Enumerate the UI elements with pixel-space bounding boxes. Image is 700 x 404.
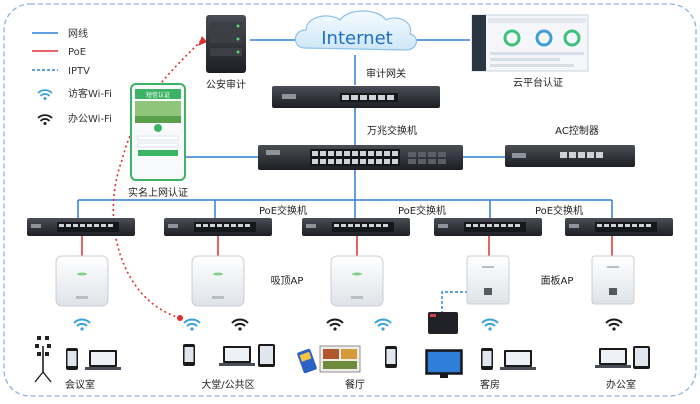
cloud-platform-screenshot: 云平台认证	[471, 14, 589, 89]
panel-ap	[466, 255, 510, 305]
ceiling-ap-label: 吸顶AP	[271, 275, 304, 287]
phone-icon	[481, 348, 493, 370]
ceiling-ap	[330, 255, 384, 307]
pos-terminal-icon	[297, 348, 317, 374]
tv-icon	[425, 349, 463, 378]
poe-switch	[565, 218, 673, 236]
cable-links	[77, 39, 613, 218]
phone-icon	[183, 344, 195, 366]
laptop-icon	[500, 350, 536, 370]
wifi-office-icon	[37, 114, 53, 125]
legend-item-iptv: IPTV	[32, 66, 90, 77]
laptop-icon	[85, 350, 121, 370]
poe-switch-row: PoE交换机 PoE交换机 PoE交换机	[27, 204, 673, 236]
internet-cloud: Internet	[294, 10, 417, 51]
poe-switch-label: PoE交换机	[259, 204, 307, 217]
area-label-guest-room: 客房	[480, 378, 500, 391]
panel-ap-label: 面板AP	[541, 274, 574, 287]
panel-ap	[591, 255, 635, 305]
wifi-office-icon	[326, 318, 344, 331]
core-switch-label: 万兆交换机	[367, 124, 417, 137]
wifi-guest-icon	[37, 89, 53, 100]
laptop-icon	[219, 346, 255, 366]
phone-screen-title: 短信认证	[146, 91, 170, 99]
area-label-meeting-room: 会议室	[65, 378, 95, 391]
tablet-icon	[633, 346, 650, 369]
legend-item-cable: 网线	[32, 27, 88, 40]
poe-switch-label: PoE交换机	[535, 204, 583, 217]
legend-item-guest-wifi: 访客Wi-Fi	[37, 87, 112, 100]
wifi-office-icon	[231, 318, 249, 331]
outer-frame	[3, 3, 697, 397]
realname-auth-label: 实名上网认证	[128, 186, 188, 199]
ac-controller-label: AC控制器	[555, 124, 599, 137]
legend-label-guest-wifi: 访客Wi-Fi	[68, 87, 112, 100]
legend-label-office-wifi: 办公Wi-Fi	[68, 112, 112, 125]
ceiling-ap	[191, 255, 245, 307]
wifi-guest-icon	[73, 318, 91, 331]
legend-label-cable: 网线	[68, 27, 88, 40]
ceiling-ap	[55, 255, 109, 307]
area-label-restaurant: 餐厅	[345, 378, 365, 391]
wifi-guest-icon	[183, 318, 201, 331]
poe-switch-label: PoE交换机	[398, 204, 446, 217]
poe-switch	[27, 218, 135, 236]
auth-trace-path	[112, 39, 203, 319]
realname-auth-phone: 短信认证 实名上网认证	[128, 83, 188, 199]
poe-switch	[164, 218, 272, 236]
legend-label-iptv: IPTV	[68, 66, 90, 77]
conference-mic-icon	[34, 336, 52, 383]
auth-trace-arrowhead	[198, 36, 207, 46]
poe-switch	[302, 218, 410, 236]
tablet-icon	[258, 344, 275, 367]
laptop-icon	[595, 348, 631, 368]
menu-tablet-icon	[319, 345, 361, 373]
police-audit-server: 公安审计	[206, 15, 246, 91]
legend: 网线 PoE IPTV 访客Wi-Fi 办公Wi-Fi	[32, 27, 112, 125]
internet-label: Internet	[321, 28, 392, 49]
audit-gateway-label: 审计网关	[366, 67, 406, 80]
poe-links	[81, 236, 613, 256]
core-switch-device: 万兆交换机	[258, 124, 463, 170]
ac-controller-device: AC控制器	[505, 124, 635, 167]
wifi-guest-icon	[374, 318, 392, 331]
phone-icon	[66, 348, 78, 370]
auth-trace-origin	[177, 315, 183, 321]
area-label-office: 办公室	[606, 378, 636, 391]
legend-item-office-wifi: 办公Wi-Fi	[37, 112, 112, 125]
set-top-box	[428, 312, 458, 334]
police-audit-label: 公安审计	[206, 78, 246, 91]
legend-item-poe: PoE	[32, 47, 86, 58]
legend-label-poe: PoE	[68, 47, 86, 58]
poe-switch	[434, 218, 542, 236]
wifi-office-icon	[605, 318, 623, 331]
cloud-platform-label: 云平台认证	[513, 76, 563, 89]
area-label-lobby: 大堂/公共区	[201, 378, 254, 391]
phone-icon	[385, 346, 397, 368]
audit-gateway-device: 审计网关	[272, 67, 440, 108]
wifi-guest-icon	[481, 318, 499, 331]
